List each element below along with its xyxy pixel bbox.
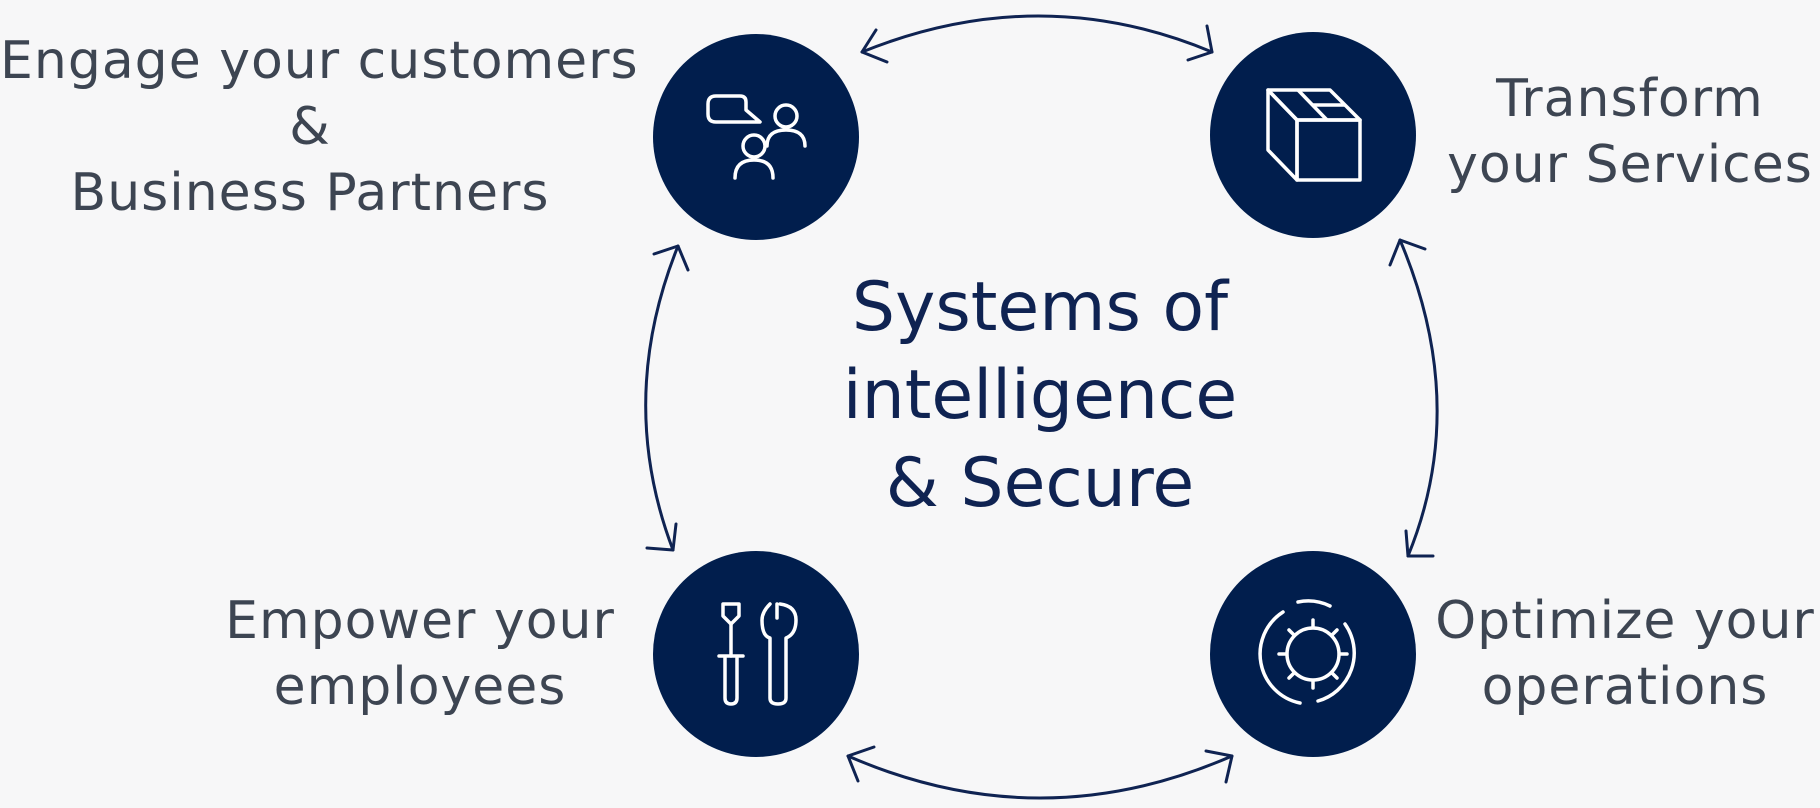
arrowhead-right-top	[1388, 238, 1427, 267]
node-empower	[653, 551, 859, 757]
label-optimize-line-2: operations	[1481, 657, 1769, 717]
label-transform-line-1: Transform	[1496, 69, 1764, 129]
box-icon	[1266, 88, 1362, 182]
label-engage-line-3: Business Partners	[70, 163, 550, 223]
tools-icon	[717, 602, 798, 706]
center-line-3: & Secure	[885, 444, 1195, 523]
center-line-2: intelligence	[842, 356, 1238, 435]
label-transform: Transform your Services	[1430, 66, 1820, 198]
arrowhead-right-bottom	[1404, 529, 1435, 558]
arrowhead-bottom-right	[1204, 749, 1234, 784]
label-empower-line-2: employees	[273, 657, 567, 717]
node-transform	[1210, 32, 1416, 238]
arrow-optimize-empower	[846, 754, 1234, 800]
arrowhead-left-top	[652, 244, 690, 272]
arrow-engage-transform	[860, 14, 1214, 54]
arrowhead-top-left	[860, 28, 889, 64]
arrowhead-top-right	[1186, 24, 1214, 62]
arrow-transform-optimize	[1398, 238, 1439, 558]
arrow-empower-engage	[644, 244, 680, 552]
label-engage: Engage your customers & Business Partner…	[0, 28, 639, 226]
label-engage-line-1: Engage your customers	[0, 31, 639, 91]
node-engage	[653, 34, 859, 240]
label-transform-line-2: your Services	[1447, 135, 1813, 195]
label-empower: Empower your employees	[220, 588, 620, 720]
people-chat-icon	[706, 94, 807, 180]
center-line-1: Systems of	[851, 268, 1229, 347]
arrowhead-bottom-left	[846, 745, 876, 783]
arrowhead-left-bottom	[645, 522, 678, 552]
gear-icon	[1258, 599, 1356, 705]
label-empower-line-1: Empower your	[225, 591, 615, 651]
node-optimize	[1210, 551, 1416, 757]
label-optimize-line-1: Optimize your	[1435, 591, 1815, 651]
label-optimize: Optimize your operations	[1425, 588, 1820, 720]
label-engage-line-2: &	[289, 97, 331, 157]
center-title: Systems of intelligence & Secure	[830, 264, 1250, 528]
